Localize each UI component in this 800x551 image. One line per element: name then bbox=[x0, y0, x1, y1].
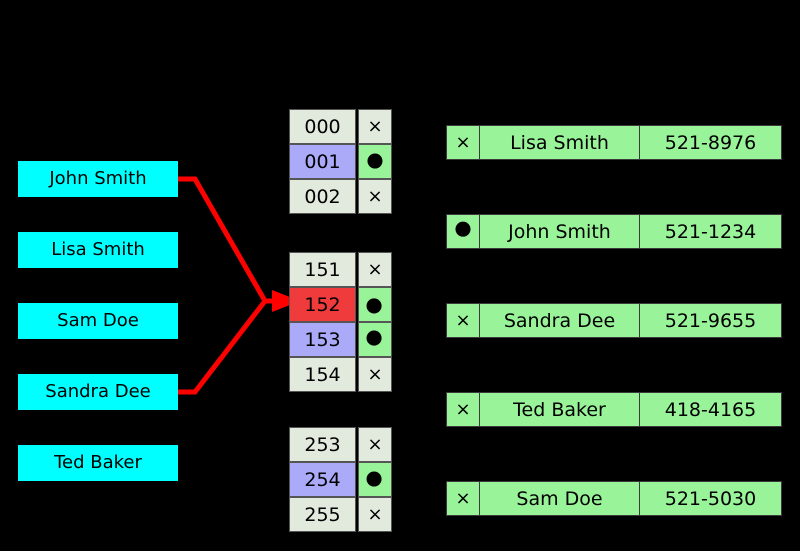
key-box-2[interactable]: Sam Doe bbox=[18, 303, 178, 339]
key-box-1[interactable]: Lisa Smith bbox=[18, 232, 178, 268]
empty-slot-x-icon: × bbox=[367, 115, 383, 137]
pointer-dot-icon bbox=[455, 221, 471, 237]
bucket-slot-row[interactable]: 151 × bbox=[289, 252, 392, 287]
end-of-chain-x-icon: × bbox=[455, 487, 471, 509]
bucket-group-bottom: 253 × 254 255 × bbox=[289, 427, 392, 532]
end-of-chain-x-icon: × bbox=[455, 309, 471, 331]
empty-slot-x-icon: × bbox=[367, 433, 383, 455]
end-of-chain-x-icon: × bbox=[455, 398, 471, 420]
slot-pointer-cell[interactable] bbox=[358, 144, 392, 179]
key-label: Lisa Smith bbox=[51, 239, 145, 260]
record-name: Sam Doe bbox=[480, 481, 640, 516]
slot-index-cell[interactable]: 151 bbox=[289, 252, 356, 287]
slot-pointer-cell[interactable]: × bbox=[358, 497, 392, 532]
bucket-slot-row[interactable]: 152 bbox=[289, 287, 392, 322]
bucket-slot-row[interactable]: 001 bbox=[289, 144, 392, 179]
key-box-3[interactable]: Sandra Dee bbox=[18, 374, 178, 410]
slot-index-cell[interactable]: 152 bbox=[289, 287, 356, 322]
slot-pointer-cell[interactable]: × bbox=[358, 357, 392, 392]
record-phone: 521-9655 bbox=[640, 303, 782, 338]
record-next-pointer[interactable]: × bbox=[446, 392, 480, 427]
pointer-dot-icon bbox=[366, 298, 382, 314]
record-next-pointer[interactable]: × bbox=[446, 303, 480, 338]
bucket-slot-row[interactable]: 002 × bbox=[289, 179, 392, 214]
pointer-dot-icon bbox=[366, 471, 382, 487]
record-next-pointer[interactable]: × bbox=[446, 125, 480, 160]
bucket-slot-row[interactable]: 154 × bbox=[289, 357, 392, 392]
empty-slot-x-icon: × bbox=[367, 185, 383, 207]
record-row-0[interactable]: × Lisa Smith 521-8976 bbox=[446, 125, 782, 160]
slot-index-cell[interactable]: 001 bbox=[289, 144, 356, 179]
record-phone: 521-5030 bbox=[640, 481, 782, 516]
bucket-slot-row[interactable]: 255 × bbox=[289, 497, 392, 532]
slot-index-cell[interactable]: 254 bbox=[289, 462, 356, 497]
record-row-1[interactable]: John Smith 521-1234 bbox=[446, 214, 782, 249]
record-phone: 521-8976 bbox=[640, 125, 782, 160]
slot-index-cell[interactable]: 154 bbox=[289, 357, 356, 392]
record-name: Sandra Dee bbox=[480, 303, 640, 338]
record-name: John Smith bbox=[480, 214, 640, 249]
bucket-group-middle: 151 × 152 153 154 × bbox=[289, 252, 392, 392]
slot-index-cell[interactable]: 153 bbox=[289, 322, 356, 357]
slot-index-cell[interactable]: 253 bbox=[289, 427, 356, 462]
record-phone: 418-4165 bbox=[640, 392, 782, 427]
slot-index-cell[interactable]: 000 bbox=[289, 109, 356, 144]
key-box-4[interactable]: Ted Baker bbox=[18, 445, 178, 481]
record-phone: 521-1234 bbox=[640, 214, 782, 249]
slot-index-cell[interactable]: 002 bbox=[289, 179, 356, 214]
slot-pointer-cell[interactable]: × bbox=[358, 179, 392, 214]
pointer-dot-icon bbox=[366, 330, 382, 346]
end-of-chain-x-icon: × bbox=[455, 131, 471, 153]
bucket-slot-row[interactable]: 253 × bbox=[289, 427, 392, 462]
record-next-pointer[interactable]: × bbox=[446, 481, 480, 516]
empty-slot-x-icon: × bbox=[367, 503, 383, 525]
key-label: Sandra Dee bbox=[45, 381, 151, 402]
key-label: Ted Baker bbox=[54, 452, 142, 473]
pointer-dot-icon bbox=[367, 153, 383, 169]
slot-pointer-cell[interactable] bbox=[358, 322, 392, 357]
bucket-slot-row[interactable]: 153 bbox=[289, 322, 392, 357]
record-name: Ted Baker bbox=[480, 392, 640, 427]
slot-pointer-cell[interactable]: × bbox=[358, 252, 392, 287]
record-row-2[interactable]: × Sandra Dee 521-9655 bbox=[446, 303, 782, 338]
slot-pointer-cell[interactable] bbox=[358, 462, 392, 497]
bucket-group-top: 000 × 001 002 × bbox=[289, 109, 392, 214]
record-next-pointer[interactable] bbox=[446, 214, 480, 249]
key-box-0[interactable]: John Smith bbox=[18, 161, 178, 197]
bucket-slot-row[interactable]: 000 × bbox=[289, 109, 392, 144]
arrow-path-sandra-dee bbox=[178, 299, 267, 395]
key-label: John Smith bbox=[49, 168, 147, 189]
arrow-path-john-smith bbox=[178, 176, 268, 303]
key-label: Sam Doe bbox=[57, 310, 139, 331]
slot-pointer-cell[interactable]: × bbox=[358, 109, 392, 144]
bucket-slot-row[interactable]: 254 bbox=[289, 462, 392, 497]
slot-pointer-cell[interactable] bbox=[358, 287, 392, 322]
record-row-4[interactable]: × Sam Doe 521-5030 bbox=[446, 481, 782, 516]
empty-slot-x-icon: × bbox=[367, 258, 383, 280]
slot-index-cell[interactable]: 255 bbox=[289, 497, 356, 532]
record-row-3[interactable]: × Ted Baker 418-4165 bbox=[446, 392, 782, 427]
empty-slot-x-icon: × bbox=[367, 363, 383, 385]
slot-pointer-cell[interactable]: × bbox=[358, 427, 392, 462]
record-name: Lisa Smith bbox=[480, 125, 640, 160]
